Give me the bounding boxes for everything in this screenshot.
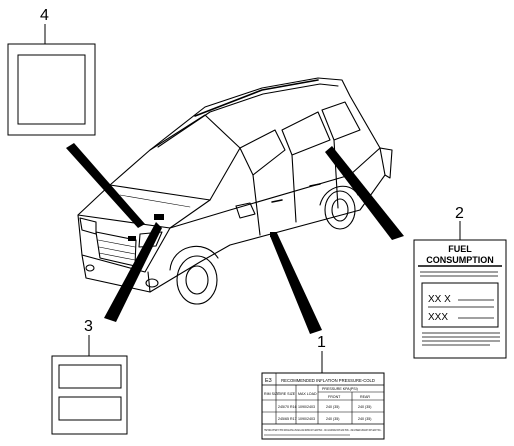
fuel-label-title-2: CONSUMPTION bbox=[426, 255, 494, 265]
tire-placard-col-rear: REAR bbox=[360, 395, 370, 399]
callout-number-2: 2 bbox=[455, 205, 464, 222]
label-3-panel-bottom bbox=[58, 396, 122, 421]
callout-number-1: 1 bbox=[317, 334, 326, 351]
tire-placard-row1-front: 240 (35) bbox=[326, 405, 339, 409]
label-3-panel-top bbox=[58, 364, 122, 389]
tire-placard-row2-rear: 240 (35) bbox=[358, 417, 371, 421]
fuel-label-title-1: FUEL bbox=[448, 244, 472, 254]
fuel-label-row-1: XX X bbox=[428, 294, 451, 305]
tire-placard-row1-load: 1090/2403 bbox=[298, 405, 315, 409]
tire-placard-rim-label: RIM SIZE bbox=[264, 392, 280, 396]
leader-wedges bbox=[66, 143, 404, 334]
tire-placard-col-pressure: PRESSURE KPA(PSI) bbox=[322, 387, 358, 391]
tire-placard-code: E3 bbox=[265, 378, 272, 384]
tire-placard-footnote: THE TIRES FITTED TO THIS VEHICLE SHALL H… bbox=[264, 428, 382, 432]
leader-wedge-3 bbox=[104, 222, 162, 322]
tire-placard-col-load: MAX LOAD bbox=[298, 392, 317, 396]
leader-wedge-1 bbox=[270, 233, 322, 334]
tire-placard-row2-front: 240 (35) bbox=[326, 417, 339, 421]
tire-placard-row2-size: 245/65 R17 bbox=[278, 417, 297, 421]
callout-number-3: 3 bbox=[84, 318, 93, 335]
callout-number-4: 4 bbox=[40, 7, 49, 24]
label-patch-grille bbox=[128, 236, 136, 241]
tire-placard-col-front: FRONT bbox=[328, 395, 341, 399]
callout-2: 2 FUEL CONSUMPTION XX X XXX bbox=[413, 205, 507, 359]
callout-3: 3 bbox=[51, 318, 128, 435]
label-4-inner bbox=[17, 54, 86, 125]
tire-placard-row2-load: 1090/2403 bbox=[298, 417, 315, 421]
fuel-label-inner-box bbox=[421, 282, 499, 328]
tire-placard-col-size: TIRE SIZE bbox=[278, 392, 296, 396]
tire-placard-row1-rear: 240 (35) bbox=[358, 405, 371, 409]
suv-drawing bbox=[77, 77, 393, 305]
label-patch-hood bbox=[154, 214, 164, 220]
leader-wedge-2 bbox=[325, 146, 404, 240]
leader-wedge-4 bbox=[66, 143, 145, 228]
fuel-label-row-2: XXX bbox=[428, 312, 448, 323]
tire-placard-title: RECOMMENDED INFLATION PRESSURE-COLD bbox=[281, 378, 375, 383]
callout-4: 4 bbox=[7, 7, 96, 136]
callout-1: 1 E3 RECOMMENDED INFLATION PRESSURE-COLD… bbox=[261, 334, 385, 440]
tire-placard-box bbox=[261, 372, 385, 440]
tire-placard-row1-size: 245/70 R16 bbox=[278, 405, 297, 409]
